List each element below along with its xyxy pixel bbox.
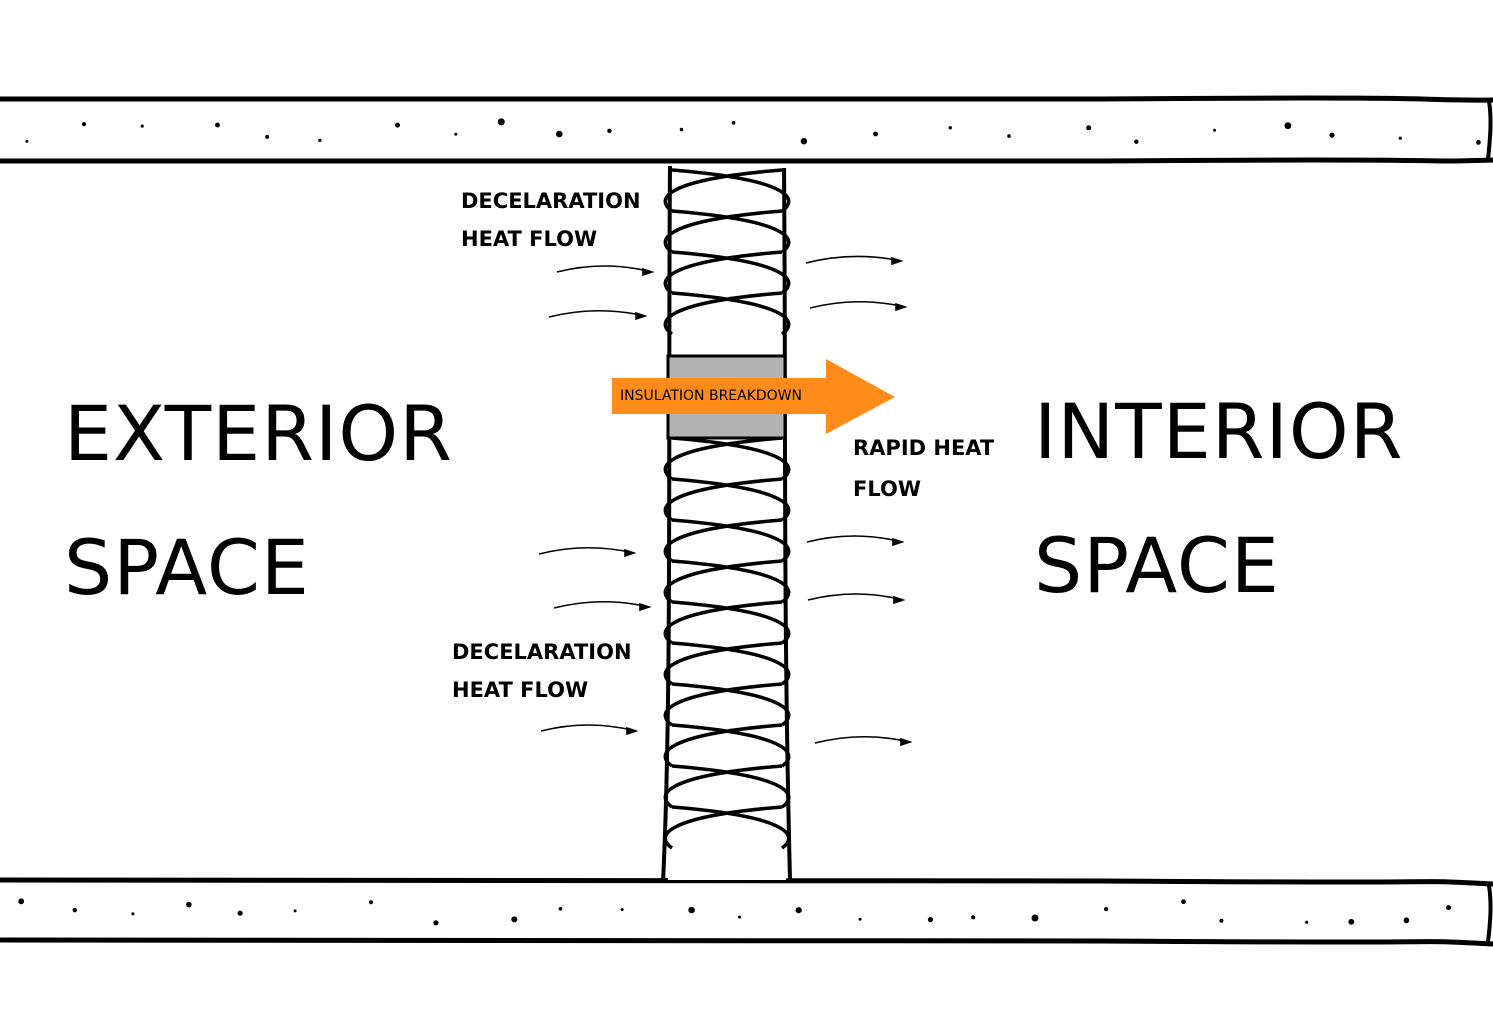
- board-speckle: [1219, 918, 1224, 923]
- interior-label-line1: INTERIOR: [1034, 387, 1404, 476]
- insulation-coil-section: [663, 168, 791, 336]
- board-speckle: [237, 910, 243, 916]
- board-speckle: [1398, 136, 1402, 140]
- bottom-framing-board: [0, 877, 1493, 947]
- rapid-heat-flow-label: RAPID HEAT FLOW: [853, 428, 994, 510]
- board-speckle: [72, 908, 78, 913]
- insulation-batt: [661, 165, 792, 883]
- board-speckle: [731, 121, 736, 125]
- board-speckle: [140, 124, 144, 128]
- insulation-breakdown-arrow: [612, 359, 895, 434]
- board-speckle: [497, 118, 505, 126]
- top-deceleration-line2: HEAT FLOW: [461, 227, 598, 251]
- exterior-label-line2: SPACE: [64, 523, 310, 612]
- bottom-deceleration-line1: DECELARATION: [452, 640, 632, 664]
- heat-flow-arrow: [556, 265, 653, 273]
- board-speckle: [679, 127, 684, 132]
- board-speckle: [511, 916, 518, 923]
- board-speckle: [558, 907, 563, 911]
- board-speckle: [1329, 132, 1335, 138]
- heat-flow-arrow: [548, 309, 646, 318]
- bottom-deceleration-label: DECELARATION HEAT FLOW: [452, 633, 632, 709]
- board-speckle: [620, 908, 624, 912]
- board-speckle: [858, 917, 862, 921]
- batt-left-edge: [661, 165, 672, 883]
- board-speckle: [1213, 128, 1217, 132]
- top-framing-board: [0, 95, 1493, 165]
- board-speckle: [18, 898, 25, 905]
- board-speckle: [369, 900, 373, 905]
- board-speckle: [433, 920, 439, 926]
- insulation-coils: [663, 168, 791, 850]
- board-speckle: [293, 909, 297, 913]
- board-speckle: [800, 138, 808, 145]
- batt-right-edge: [782, 167, 792, 881]
- rapid-heat-flow-line1: RAPID HEAT: [853, 436, 995, 460]
- heat-flow-arrow: [540, 724, 637, 732]
- board-speckle: [738, 915, 741, 919]
- board-speckle: [1305, 920, 1309, 924]
- board-speckle: [795, 907, 802, 914]
- heat-flow-arrow: [814, 735, 911, 744]
- board-speckle: [1476, 140, 1481, 145]
- heat-flow-arrowhead: [891, 256, 904, 266]
- heat-flow-arrow: [809, 300, 906, 309]
- board-speckle: [1104, 907, 1109, 912]
- board-speckle: [1007, 134, 1011, 138]
- board-speckle: [556, 130, 563, 138]
- board-speckle: [81, 122, 87, 127]
- board-speckle: [948, 126, 952, 130]
- board-speckle: [395, 122, 400, 128]
- board-speckle: [454, 132, 458, 136]
- heat-flow-arrowhead: [635, 311, 648, 321]
- insulation-breakdown-text: INSULATION BREAKDOWN: [620, 388, 803, 404]
- board-speckle: [1348, 918, 1355, 925]
- bottom-board-speckles: [18, 898, 1452, 926]
- rapid-heat-flow-line2: FLOW: [853, 477, 921, 501]
- board-speckle: [688, 906, 695, 914]
- heat-flow-arrowhead: [624, 548, 637, 558]
- insulation-coil-section: [663, 436, 791, 850]
- board-speckle: [25, 139, 29, 143]
- board-speckle: [186, 901, 192, 908]
- heat-flow-arrows: [538, 255, 913, 747]
- board-speckle: [1031, 914, 1039, 922]
- board-speckle: [1284, 122, 1292, 130]
- heat-flow-arrow: [805, 255, 902, 264]
- board-speckle: [1181, 899, 1186, 904]
- board-speckle: [318, 138, 322, 142]
- heat-flow-arrowhead: [893, 595, 906, 605]
- board-speckle: [1446, 905, 1452, 911]
- heat-flow-arrow: [538, 546, 635, 555]
- heat-flow-arrowhead: [626, 726, 639, 736]
- heat-flow-arrowhead: [895, 302, 908, 312]
- heat-flow-arrowhead: [900, 737, 913, 747]
- board-speckle: [1134, 139, 1139, 144]
- board-speckle: [131, 912, 135, 916]
- heat-flow-arrow: [807, 593, 904, 601]
- board-speckle: [971, 915, 976, 920]
- board-speckle: [607, 128, 612, 133]
- exterior-label-line1: EXTERIOR: [64, 389, 454, 478]
- top-deceleration-line1: DECELARATION: [461, 189, 641, 213]
- board-speckle: [1403, 917, 1410, 924]
- top-board-speckles: [25, 118, 1481, 145]
- board-speckle: [873, 131, 878, 137]
- heat-flow-arrow: [553, 600, 650, 609]
- heat-flow-arrow: [806, 535, 903, 543]
- board-speckle: [927, 917, 934, 923]
- bottom-deceleration-line2: HEAT FLOW: [452, 678, 589, 702]
- heat-flow-arrowhead: [639, 602, 652, 612]
- top-deceleration-label: DECELARATION HEAT FLOW: [461, 182, 641, 258]
- heat-flow-arrowhead: [642, 267, 655, 277]
- board-speckle: [1086, 125, 1092, 131]
- interior-label-line2: SPACE: [1034, 521, 1280, 610]
- board-speckle: [265, 134, 270, 139]
- board-speckle: [215, 122, 220, 128]
- heat-flow-arrowhead: [892, 537, 905, 547]
